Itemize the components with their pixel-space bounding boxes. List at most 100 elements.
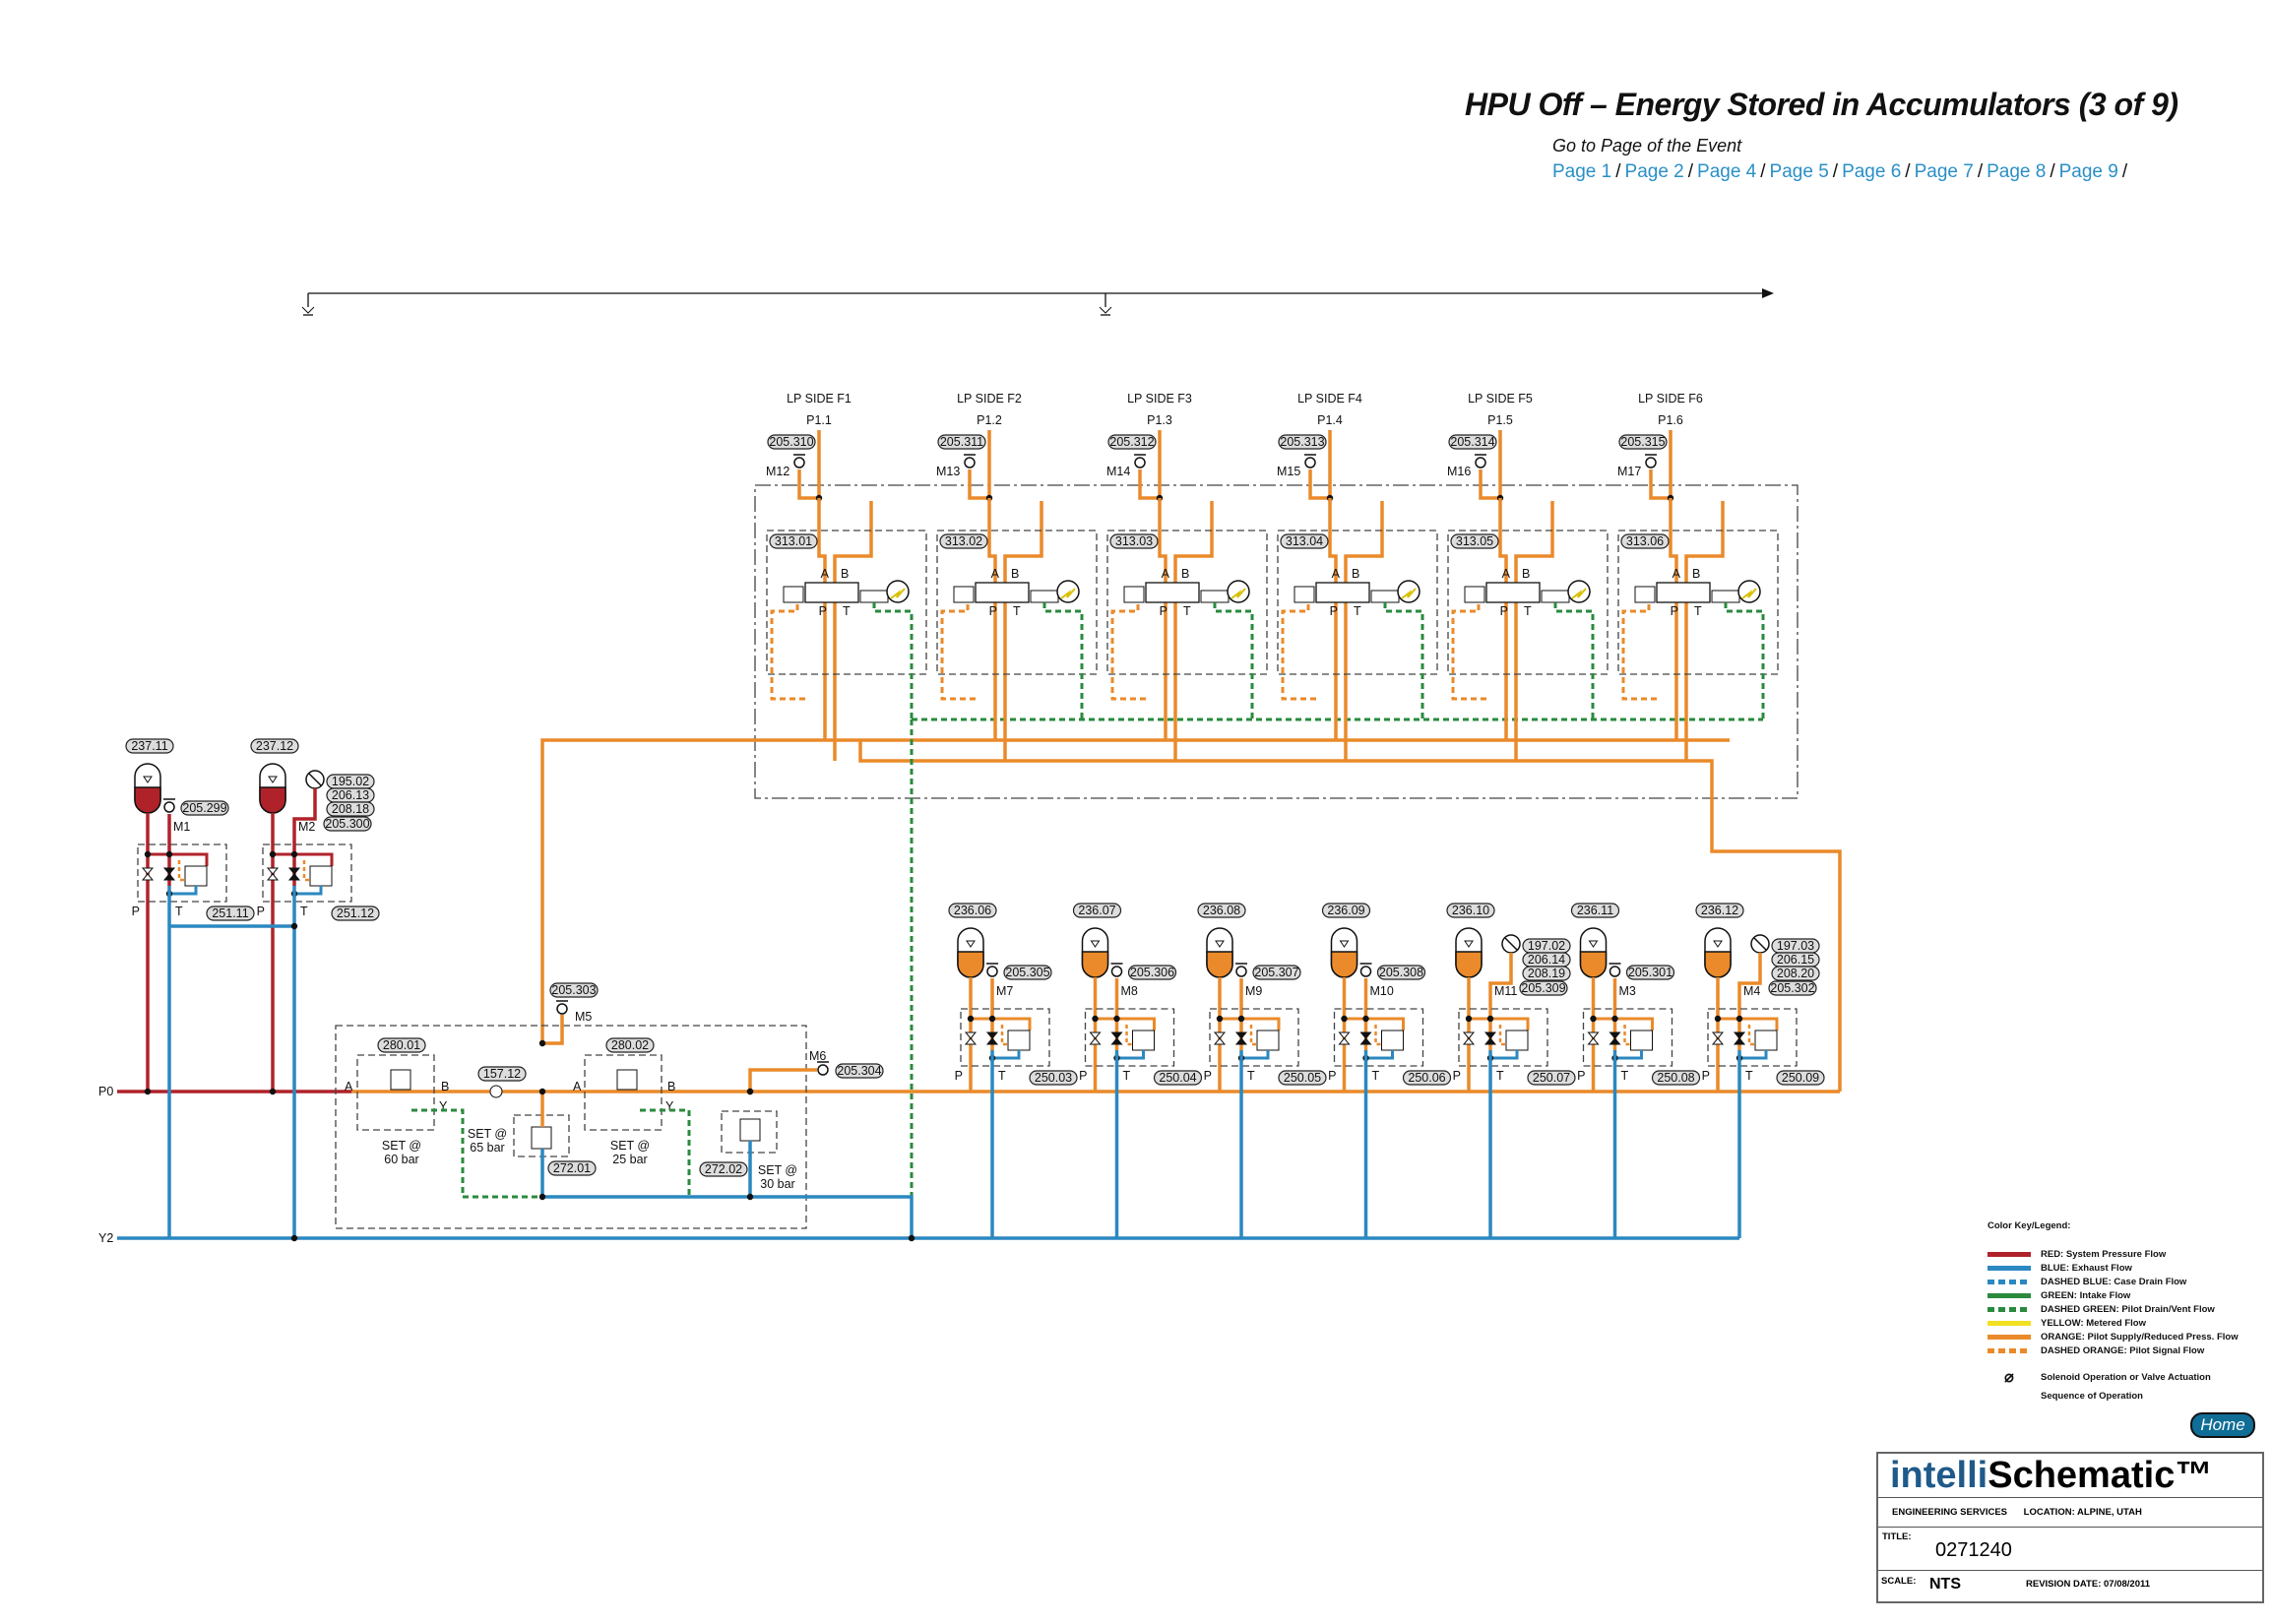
page-link[interactable]: Page 1 <box>1552 161 1612 182</box>
tag-text: 313.04 <box>1286 534 1323 548</box>
isolation-valve-icon <box>1359 1031 1372 1045</box>
page-link[interactable]: Page 6 <box>1842 161 1902 182</box>
tag-pill <box>1376 965 1426 980</box>
junction-dot <box>746 1193 754 1201</box>
port-p: P <box>1079 1069 1087 1083</box>
page-link[interactable]: Page 2 <box>1624 161 1684 182</box>
page-link[interactable]: Page 7 <box>1914 161 1974 182</box>
check-valve-tag: 157.12 <box>477 1066 527 1082</box>
tag-text: 237.11 <box>131 739 167 753</box>
solenoid-icon <box>1370 590 1400 603</box>
tag-text: 313.03 <box>1115 534 1153 548</box>
tag-pill <box>767 434 816 450</box>
port-b: B <box>1692 567 1700 581</box>
junction-dot <box>1465 1015 1473 1023</box>
junction-dot <box>988 1015 996 1023</box>
junction-dot <box>967 1015 975 1023</box>
tag-pill <box>326 801 375 817</box>
test-point-icon <box>1475 457 1486 468</box>
accumulator-marker <box>1713 940 1723 948</box>
tag-text: 205.313 <box>1280 435 1324 449</box>
set-label: SET @ <box>468 1127 507 1141</box>
tag-pill <box>206 906 255 921</box>
port-b: B <box>1181 567 1189 581</box>
valve-boundary <box>1106 530 1268 675</box>
supply-to-valve <box>817 498 827 740</box>
relief-valve-icon <box>309 865 333 887</box>
junction-dot <box>144 1088 152 1095</box>
lp-valve-group-boundary <box>754 484 1799 799</box>
legend-item: DASHED GREEN: Pilot Drain/Vent Flow <box>1988 1302 2239 1316</box>
page-link[interactable]: Page 5 <box>1769 161 1829 182</box>
block-line <box>1344 1017 1405 1031</box>
port-p: P <box>819 604 827 618</box>
solenoid-icon <box>783 586 804 603</box>
tag-pill <box>323 816 372 832</box>
supply-line <box>1649 430 1672 500</box>
pilot-drain <box>411 1108 912 1199</box>
tag-pill <box>1620 533 1670 549</box>
tag-text: 251.12 <box>337 906 374 920</box>
legend-label: DASHED ORANGE: Pilot Signal Flow <box>2041 1344 2205 1356</box>
drain-line <box>1365 1050 1394 1060</box>
tag-pill <box>1695 903 1744 918</box>
tag-pill <box>125 738 174 754</box>
needle-valve-icon <box>1711 1031 1725 1045</box>
tag-pill <box>939 533 988 549</box>
directional-valve-icon <box>1145 582 1200 603</box>
tag-text: 205.308 <box>1379 966 1423 979</box>
valve-boundary <box>1277 530 1438 675</box>
tag-text: 206.14 <box>1528 953 1565 967</box>
accumulator-tag: 236.10 <box>1446 903 1495 918</box>
test-point-label: M3 <box>1619 984 1636 998</box>
company: ENGINEERING SERVICES <box>1892 1507 2008 1518</box>
port-t: T <box>1745 1069 1753 1083</box>
tag-pill <box>1127 965 1177 980</box>
accumulator-marker <box>1215 940 1225 948</box>
tag-text: 250.03 <box>1035 1071 1072 1085</box>
accumulator-tag: 236.06 <box>948 903 997 918</box>
legend-item: RED: System Pressure Flow <box>1988 1247 2239 1261</box>
accumulator-marker <box>1090 940 1101 948</box>
test-point-tag: 205.309 <box>1519 980 1568 996</box>
test-point-tag: 205.305 <box>1003 965 1052 980</box>
valve-block-boundary <box>1707 1008 1798 1067</box>
tag-pill <box>1107 434 1157 450</box>
tag-text: 205.301 <box>1628 966 1672 979</box>
port-a: A <box>1162 567 1170 581</box>
gauge-tag: 208.20 <box>1771 966 1820 981</box>
tag-pill <box>1402 1070 1452 1086</box>
port-p: P <box>257 905 265 918</box>
home-button[interactable]: Home <box>2190 1412 2255 1438</box>
solenoid-icon <box>1200 590 1230 603</box>
test-point-label: M12 <box>766 465 789 478</box>
accumulator-fluid <box>259 786 286 814</box>
page-link[interactable]: Page 4 <box>1697 161 1757 182</box>
tag-pill <box>1776 1070 1825 1086</box>
page-link[interactable]: Page 8 <box>1987 161 2047 182</box>
page-link[interactable]: Page 9 <box>2058 161 2118 182</box>
valve-block-boundary <box>1333 1008 1424 1067</box>
tag-text: 250.05 <box>1284 1071 1321 1085</box>
port-b: B <box>441 1080 449 1093</box>
tag-pill <box>1522 966 1571 981</box>
pilot-supply-header <box>540 738 1730 1043</box>
junction-dot <box>165 850 173 858</box>
junction-dot <box>746 1088 754 1095</box>
tag-text: 250.06 <box>1408 1071 1445 1085</box>
drain-line <box>1116 1050 1145 1060</box>
gauge-port-tag: 205.313 <box>1278 434 1327 450</box>
test-point-icon <box>556 1003 568 1015</box>
port-p: P <box>1577 1069 1585 1083</box>
port-a: A <box>1502 567 1511 581</box>
supply-line <box>1308 430 1332 500</box>
solenoid-icon <box>859 590 889 603</box>
gauge-tag: 206.15 <box>1771 952 1820 968</box>
valve-tag: 313.02 <box>939 533 988 549</box>
junction-dot <box>1714 1015 1722 1023</box>
tag-text: 205.315 <box>1620 435 1665 449</box>
junction-dot <box>908 1234 915 1242</box>
junction-dot <box>1237 1015 1245 1023</box>
port-p: P <box>1702 1069 1710 1083</box>
block-tag: 250.09 <box>1776 1070 1825 1086</box>
